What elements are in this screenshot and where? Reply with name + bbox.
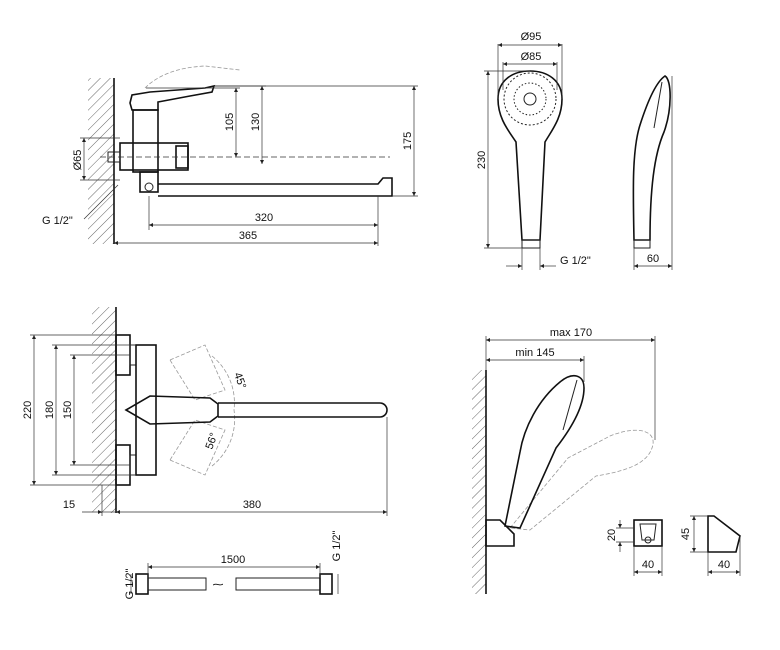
wall-holder [485, 519, 515, 547]
hose-length: 1500 [221, 554, 245, 566]
shower-head-front [497, 70, 563, 241]
holder-front [633, 519, 663, 547]
diverter [139, 171, 159, 193]
angle-56: 56° [204, 431, 221, 451]
shower-upright [504, 375, 585, 529]
thread-label-faucet: G 1/2" [42, 215, 73, 227]
lever-swing-arc [144, 65, 241, 89]
hose-body-right [235, 577, 321, 591]
hose-thread-right: G 1/2" [331, 531, 343, 562]
dim-min145: min 145 [515, 347, 554, 359]
wall-hatch-mounted [472, 370, 486, 594]
spray-face [503, 72, 557, 126]
shower-thread-front [521, 239, 541, 249]
spout [158, 177, 393, 197]
faucet-side-view: 105 130 175 Ø65 G 1/2" 320 365 [42, 65, 418, 246]
lever-top [124, 395, 219, 425]
dim-max170: max 170 [550, 327, 592, 339]
dim-45: 45 [680, 528, 692, 540]
shower-head-side [632, 75, 671, 241]
dim-40-front: 40 [642, 559, 654, 571]
spout-top [218, 402, 388, 418]
wall-hatch [88, 78, 114, 244]
connector [119, 142, 189, 171]
hose-drawing: ⁓ 1500 G 1/2" G 1/2" [124, 531, 343, 600]
dim-40-side: 40 [718, 559, 730, 571]
dim-150: 150 [62, 401, 74, 419]
thread-label-shower: G 1/2" [560, 255, 591, 267]
lever [129, 84, 216, 111]
mixer-body [132, 109, 159, 173]
dim-180: 180 [44, 401, 56, 419]
shower-thread-side [633, 239, 651, 249]
dim-diam65: Ø65 [72, 150, 84, 171]
dim-130: 130 [250, 113, 262, 131]
mixer-body-top [135, 344, 157, 476]
hose-break: ⁓ [213, 579, 224, 591]
dim-60: 60 [647, 253, 659, 265]
dim-15: 15 [63, 499, 75, 511]
hose-body-left [147, 577, 207, 591]
dim-380: 380 [243, 499, 261, 511]
dim-220: 220 [22, 401, 34, 419]
holder-details: 20 40 45 40 [606, 515, 741, 576]
faucet-top-view: 45° 56° 220 180 150 15 380 [22, 307, 388, 516]
spout-swing-arc [211, 355, 236, 467]
hose-nut-left [135, 573, 149, 595]
angle-45: 45° [231, 371, 248, 391]
dim-230: 230 [476, 151, 488, 169]
dim-365: 365 [239, 230, 257, 242]
holder-side [707, 515, 741, 553]
dim-105: 105 [224, 113, 236, 131]
hose-thread-left: G 1/2" [124, 569, 136, 600]
dim-20: 20 [606, 529, 618, 541]
dim-diam95: Ø95 [521, 31, 542, 43]
dim-diam85: Ø85 [521, 51, 542, 63]
hose-nut-right [319, 573, 333, 595]
shower-ghost [509, 429, 654, 531]
hand-shower-views: Ø95 Ø85 230 G 1/2" 60 [476, 31, 673, 270]
wall-hatch-top [92, 307, 116, 513]
shower-mounted-view: max 170 min 145 [472, 327, 656, 594]
dim-320: 320 [255, 212, 273, 224]
dim-175: 175 [402, 132, 414, 150]
